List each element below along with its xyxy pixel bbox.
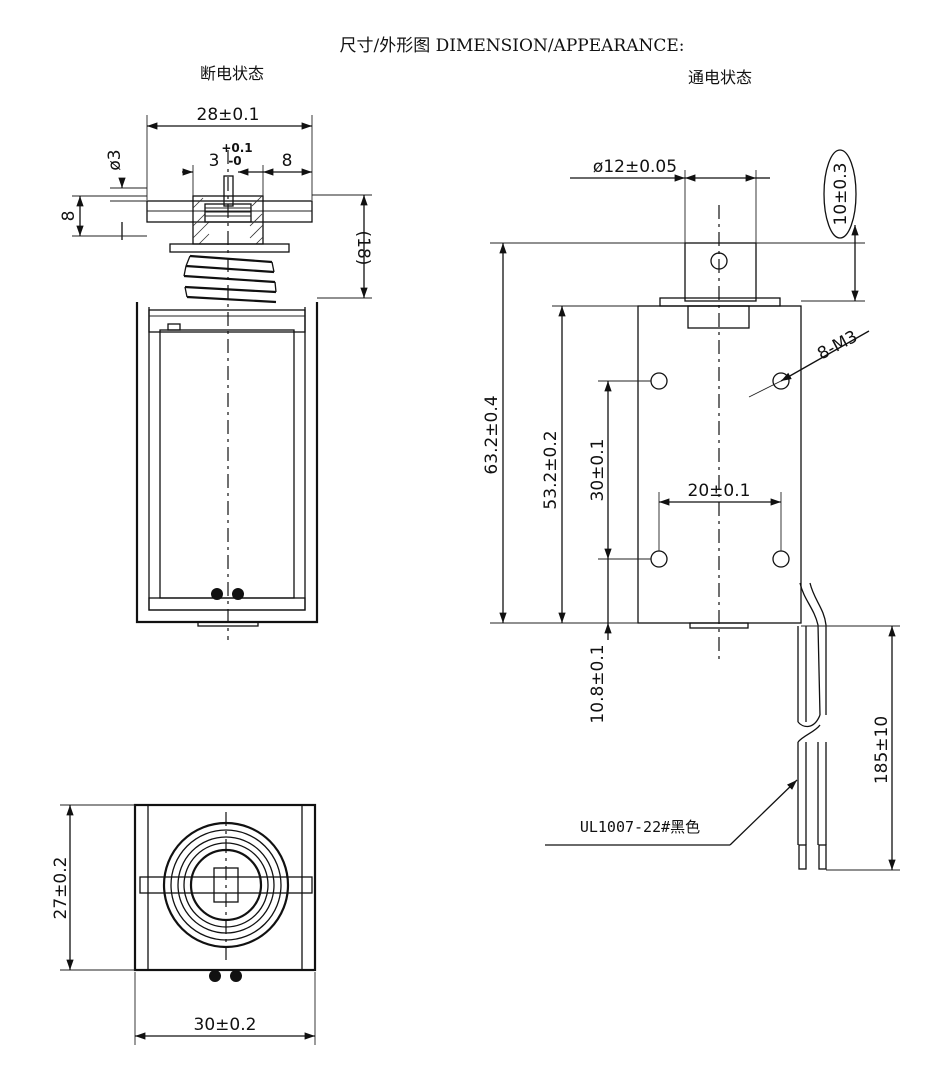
frame-outline [135,302,319,624]
spring [183,254,277,304]
drawing-title: 尺寸/外形图 DIMENSION/APPEARANCE: [339,36,684,56]
lead-wire-dot-2 [232,588,244,600]
dim-shaft-height: 10±0.3 [831,163,851,226]
bottom-wire-dot-2 [230,970,242,982]
mount-hole-bl [650,550,668,568]
dim-shaft-base: 3 [209,151,220,171]
dim-tol-upper: +0.1 [221,141,252,155]
coil-body [159,329,295,599]
dim-bottom-offset: 10.8±0.1 [588,644,608,723]
wire-spec-note: UL1007-22#黑色 [580,818,700,836]
dim-total-height: 63.2±0.4 [482,395,502,474]
off-state-view: 28±0.1 3 +0.1 -0 8 ø3 8 (18) [59,105,373,640]
dim-stroke-ref: (18) [353,231,373,266]
on-state-view: ø12±0.05 10±0.3 8-M3 63.2±0.4 53.2±0.2 3… [482,149,900,871]
dim-hole-horizontal: 20±0.1 [688,481,751,501]
flange [169,243,290,253]
mount-hole-br [772,550,790,568]
dim-lead-length: 185±10 [872,716,892,784]
dim-shaft-dia-on: ø12±0.05 [593,157,677,177]
dim-offset: 8 [282,151,293,171]
dim-tol-lower: -0 [228,154,241,168]
dim-head-height: 8 [59,211,79,222]
bottom-view: 27±0.2 30±0.2 [51,803,317,1045]
dim-shaft-dia: ø3 [105,149,125,170]
top-yoke [148,309,306,333]
mount-hole-tl [650,372,668,390]
lead-wires [797,582,827,870]
bottom-wire-dot-1 [209,970,221,982]
plunger-shaft [684,242,757,302]
dim-width-off: 28±0.1 [197,105,260,125]
dim-bottom-height: 27±0.2 [51,857,71,920]
view-label-on: 通电状态 [688,68,752,87]
lead-wire-dot-1 [211,588,223,600]
bottom-view-frame [133,803,317,972]
dim-hole-vertical: 30±0.1 [588,439,608,502]
screw-callout: 8-M3 [814,327,861,365]
view-label-off: 断电状态 [200,64,264,83]
dim-bottom-width: 30±0.2 [194,1015,257,1035]
bottom-yoke [148,597,306,611]
dim-body-height: 53.2±0.2 [541,430,561,509]
